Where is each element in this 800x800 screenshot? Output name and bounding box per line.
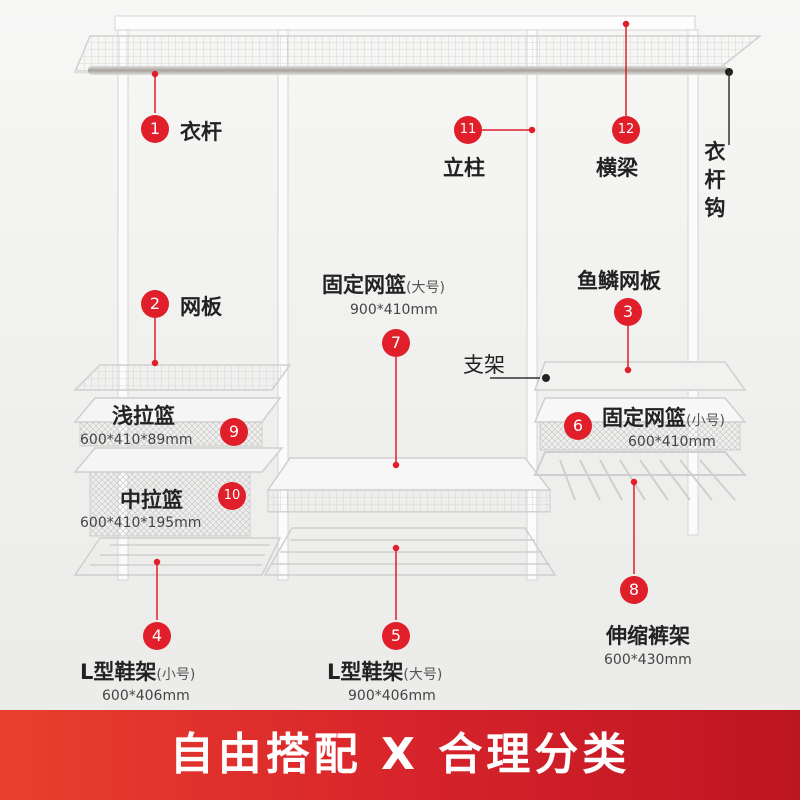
badge-8: 8 (620, 576, 648, 604)
label-fixed-basket-large-name: 固定网篮 (322, 273, 406, 297)
label-shoe-rack-large: L型鞋架(大号) (327, 656, 442, 686)
label-upright: 立柱 (443, 156, 485, 180)
label-fish-scale-shelf: 鱼鳞网板 (577, 269, 661, 293)
label-shoe-rack-large-name: L型鞋架 (327, 660, 404, 684)
banner-slogan: 自由搭配 X 合理分类 (169, 729, 631, 780)
dims-shoe-rack-small: 600*406mm (102, 688, 190, 704)
dims-fixed-basket-large: 900*410mm (350, 302, 438, 318)
top-beam (114, 15, 696, 31)
label-clothes-rod: 衣杆 (180, 120, 222, 144)
pants-rack (533, 451, 748, 501)
label-shallow-basket: 浅拉篮 (112, 404, 175, 428)
label-medium-basket: 中拉篮 (120, 488, 183, 512)
badge-6: 6 (564, 412, 592, 440)
badge-12: 12 (612, 116, 640, 144)
label-shoe-rack-small-tag: (小号) (156, 667, 196, 683)
badge-7: 7 (382, 329, 410, 357)
label-fixed-basket-large: 固定网篮(大号) (322, 269, 445, 299)
shoe-rack-large (263, 527, 557, 576)
label-rod-hook: 衣杆钩 (704, 140, 726, 220)
label-bracket: 支架 (463, 353, 505, 377)
label-shoe-rack-small: L型鞋架(小号) (80, 656, 195, 686)
medium-pull-basket (73, 447, 284, 537)
badge-1: 1 (141, 115, 169, 143)
dims-fixed-basket-small: 600*410mm (628, 434, 716, 450)
label-pants-rack: 伸缩裤架 (606, 624, 690, 648)
shoe-rack-small (73, 537, 282, 576)
uprights (117, 29, 699, 581)
label-shoe-rack-large-tag: (大号) (403, 667, 443, 683)
badge-9: 9 (220, 418, 248, 446)
label-shoe-rack-small-name: L型鞋架 (80, 660, 157, 684)
dims-shallow-basket: 600*410*89mm (80, 432, 193, 448)
left-wire-shelf (73, 364, 292, 391)
label-wire-shelf: 网板 (180, 295, 222, 319)
wardrobe-system-illustration (73, 15, 763, 620)
badge-2: 2 (141, 290, 169, 318)
badge-3: 3 (614, 298, 642, 326)
badge-10: 10 (218, 482, 246, 510)
label-cross-beam: 横梁 (596, 156, 638, 180)
badge-4: 4 (143, 622, 171, 650)
label-fixed-basket-small: 固定网篮(小号) (602, 402, 725, 432)
badge-11: 11 (454, 116, 482, 144)
fixed-basket-large (266, 457, 552, 513)
clothes-rod (88, 66, 728, 75)
leader-lines (151, 20, 730, 620)
label-fixed-basket-large-tag: (大号) (406, 280, 445, 296)
bottom-banner: 自由搭配 X 合理分类 (0, 710, 800, 800)
label-fixed-basket-small-name: 固定网篮 (602, 406, 686, 430)
fish-scale-shelf (533, 361, 747, 391)
dims-shoe-rack-large: 900*406mm (348, 688, 436, 704)
dims-pants-rack: 600*430mm (604, 652, 692, 668)
dims-medium-basket: 600*410*195mm (80, 515, 202, 531)
label-fixed-basket-small-tag: (小号) (686, 413, 725, 429)
badge-5: 5 (382, 622, 410, 650)
